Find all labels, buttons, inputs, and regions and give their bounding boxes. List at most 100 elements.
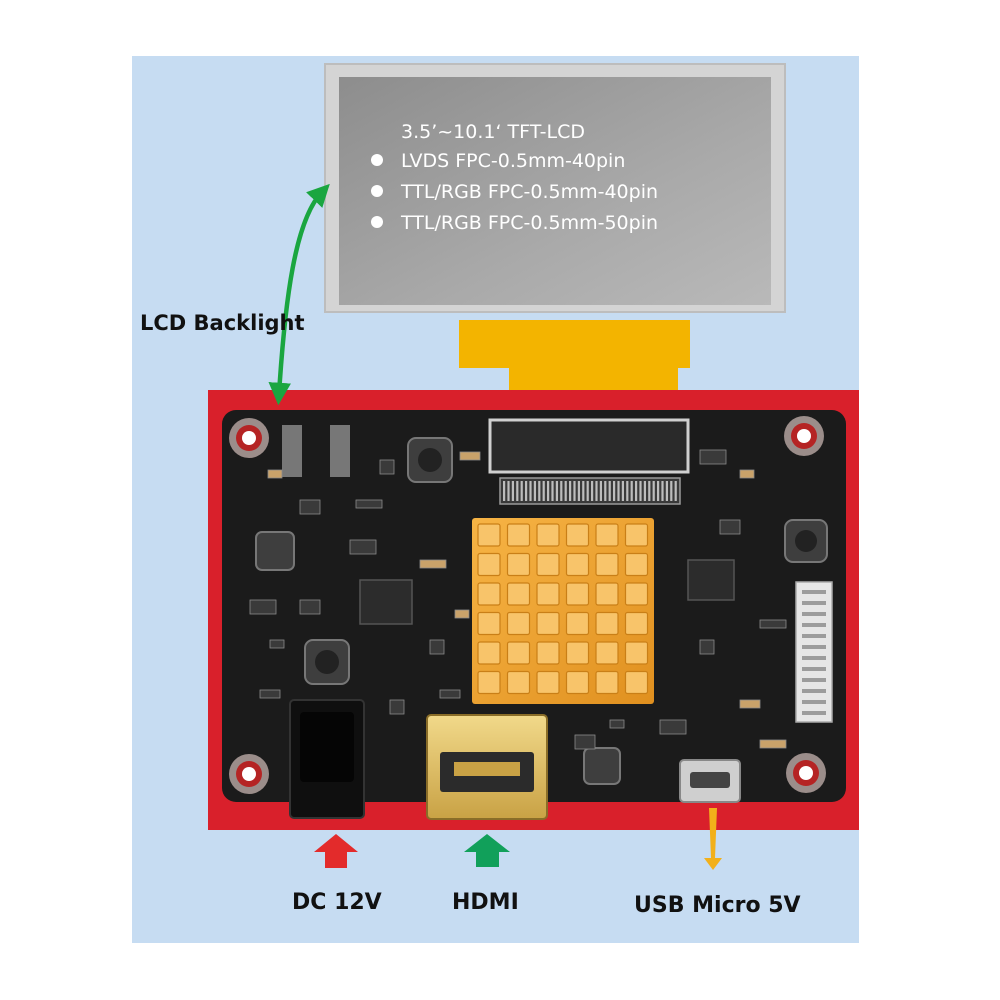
- connector-pin: [595, 481, 598, 501]
- smd-part: [739, 469, 755, 479]
- connector-slot: [802, 623, 826, 627]
- connector-pin: [516, 481, 519, 501]
- inductor: [583, 747, 621, 785]
- connector-pin: [657, 481, 660, 501]
- smd-part: [759, 619, 787, 629]
- connector-pin: [586, 481, 589, 501]
- hdmi-tongue: [454, 762, 520, 776]
- heatsink-fin: [624, 582, 649, 606]
- connector-slot: [802, 667, 826, 671]
- smd-part: [454, 609, 470, 619]
- connector-pin: [582, 481, 585, 501]
- usb-micro-slot: [690, 772, 730, 788]
- smd-part: [719, 519, 741, 535]
- heatsink-fin: [595, 611, 619, 636]
- smd-components: [249, 449, 787, 750]
- connector-pin: [599, 481, 602, 501]
- heatsink-fin: [595, 641, 619, 665]
- heatsink-fin: [536, 552, 560, 577]
- connector-pin: [560, 481, 563, 501]
- mounting-hole-icon: [784, 416, 824, 456]
- heatsink-fin: [565, 670, 590, 695]
- connector-pin: [652, 481, 655, 501]
- smd-part: [299, 499, 321, 515]
- smd-part: [699, 449, 727, 465]
- fpc-connector: [488, 418, 690, 474]
- heatsink-fin: [506, 523, 531, 547]
- heatsink-fin: [624, 611, 649, 636]
- mounting-hole-icon: [786, 753, 826, 793]
- connector-slot: [802, 601, 826, 605]
- smd-part: [429, 639, 445, 655]
- connector-pin: [643, 481, 646, 501]
- heatsink-fin: [624, 641, 649, 665]
- connector-pin: [507, 481, 510, 501]
- smd-part: [419, 559, 447, 569]
- heatsink-fin: [477, 523, 501, 547]
- connector-pin: [591, 481, 594, 501]
- inductor-core: [315, 650, 339, 674]
- smd-part: [699, 639, 715, 655]
- connector-pin: [569, 481, 572, 501]
- smd-part: [574, 734, 596, 750]
- connector-pin: [520, 481, 523, 501]
- ic-chip: [687, 559, 735, 601]
- smd-part: [759, 739, 787, 749]
- mounting-hole-icon: [229, 754, 269, 794]
- connector-pin: [635, 481, 638, 501]
- smd-part: [659, 719, 687, 735]
- side-connector-slots: [802, 590, 826, 715]
- heatsink-fin: [595, 523, 619, 547]
- connector-pin: [670, 481, 673, 501]
- smd-part: [379, 459, 395, 475]
- connector-pin: [630, 481, 633, 501]
- bullet-icon: [371, 154, 383, 166]
- smd-part: [249, 599, 277, 615]
- heatsink-fin: [477, 611, 501, 636]
- backlight-arrow-icon: [268, 183, 330, 406]
- heatsink-fin: [565, 611, 590, 636]
- connector-slot: [802, 645, 826, 649]
- smd-part: [259, 689, 281, 699]
- lcd-screen: [339, 77, 771, 305]
- ic-chip: [359, 579, 413, 625]
- heatsink-fin: [595, 552, 619, 577]
- heatsink-fin: [624, 670, 649, 695]
- smd-part: [267, 469, 283, 479]
- bullet-icon: [371, 216, 383, 228]
- connector-pin: [547, 481, 550, 501]
- connector-pin: [577, 481, 580, 501]
- smd-part: [299, 599, 321, 615]
- lcd-spec-1: LVDS FPC-0.5mm-40pin: [401, 150, 625, 172]
- heatsink-fin: [595, 670, 619, 695]
- connector-slot: [802, 656, 826, 660]
- connector-pin: [573, 481, 576, 501]
- connector-pin: [604, 481, 607, 501]
- connector-pin: [529, 481, 532, 501]
- connector-pin: [617, 481, 620, 501]
- inductor: [255, 531, 295, 571]
- heatsink-fin: [477, 582, 501, 606]
- lcd-panel: 3.5’~10.1‘ TFT-LCD LVDS FPC-0.5mm-40pin …: [324, 63, 786, 313]
- connector-pin: [621, 481, 624, 501]
- bullet-icon: [371, 185, 383, 197]
- smd-part: [355, 499, 383, 509]
- smd-part: [459, 451, 481, 461]
- connector-slot: [802, 711, 826, 715]
- connector-pin: [626, 481, 629, 501]
- connector-pin: [533, 481, 536, 501]
- smd-part: [739, 699, 761, 709]
- connector-pin: [503, 481, 506, 501]
- label-usb: USB Micro 5V: [634, 893, 801, 918]
- ic-chip: [282, 425, 302, 477]
- heatsink-fin: [565, 552, 590, 577]
- heatsink-fin: [624, 552, 649, 577]
- connector-pin: [613, 481, 616, 501]
- heatsink-fin: [536, 582, 560, 606]
- connector-slot: [802, 634, 826, 638]
- connector-pin: [665, 481, 668, 501]
- heatsink-fin: [565, 582, 590, 606]
- power-arrow-icon: [314, 834, 358, 868]
- label-hdmi: HDMI: [452, 890, 519, 915]
- smd-part: [439, 689, 461, 699]
